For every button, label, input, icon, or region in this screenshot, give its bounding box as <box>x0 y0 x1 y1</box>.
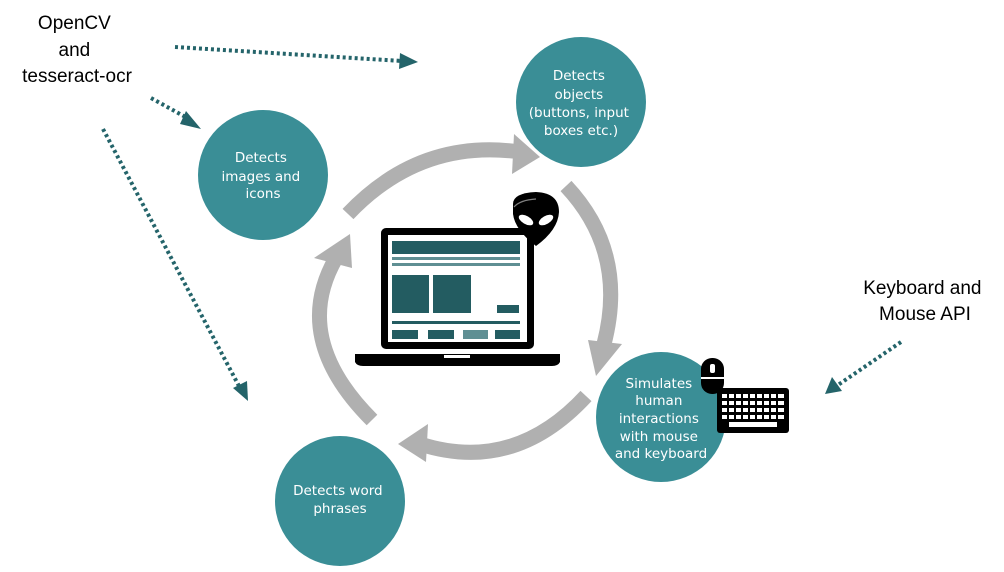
screen-footer-block-2 <box>428 330 454 339</box>
label-opencv-line-3: tesseract-ocr <box>22 66 132 87</box>
node-objects-line-3: (buttons, input <box>529 105 629 121</box>
node-detects-words: Detects word phrases <box>275 436 405 566</box>
screen-footer-block-1 <box>392 330 418 339</box>
laptop-base-notch <box>444 355 470 358</box>
screen-nav-line-2 <box>392 263 520 266</box>
cycle-arrow-top-head <box>512 134 540 174</box>
dotted-arrow-from-keyboard-api <box>836 340 903 387</box>
dotted-arrowhead-words <box>233 381 248 401</box>
node-simulate-line-3: interactions <box>619 411 699 427</box>
dotted-arrow-heads <box>180 53 842 401</box>
dotted-arrow-to-images <box>150 96 190 121</box>
node-images-line-2: images and <box>221 169 300 185</box>
label-opencv-line-1: OpenCV <box>38 13 111 34</box>
svg-text:Detects images and: Detects images and icons <box>221 150 304 202</box>
label-keyboard-api-line-1: Keyboard and <box>863 278 981 299</box>
label-keyboard-api: Keyboard and Mouse API <box>863 278 987 325</box>
node-detects-objects: Detects objects (buttons, input boxes et… <box>516 37 646 167</box>
screen-image-block-2 <box>433 275 471 313</box>
cycle-arrow-left <box>311 254 378 426</box>
cycle-arrow-bottom-head <box>398 424 428 462</box>
cycle-arrow-top <box>342 142 522 220</box>
node-words-line-2: phrases <box>313 501 366 517</box>
screen-nav-line-1 <box>392 257 520 260</box>
node-words-line-1: Detects word <box>293 483 383 499</box>
dotted-arrow-to-objects <box>174 45 403 63</box>
svg-text:Detects word phrases: Detects word phrases <box>293 483 387 517</box>
cycle-arrow-right <box>560 180 619 346</box>
dotted-arrows <box>101 45 903 389</box>
node-simulate-line-1: Simulates <box>626 376 693 392</box>
alien-head-icon <box>513 192 559 246</box>
keyboard-icon <box>717 388 789 433</box>
node-simulate-line-2: human <box>635 393 682 409</box>
node-detects-images: Detects images and icons <box>198 110 328 240</box>
dotted-arrowhead-images <box>180 111 201 129</box>
node-images-line-3: icons <box>245 186 280 202</box>
cycle-arrow-right-head <box>588 340 622 376</box>
screen-small-button <box>497 305 519 313</box>
screen-footer-block-4 <box>495 330 520 339</box>
label-opencv-line-2: and <box>59 40 91 61</box>
dotted-arrowhead-objects <box>399 53 418 69</box>
label-keyboard-api-line-2: Mouse API <box>879 304 971 325</box>
node-simulate-line-5: and keyboard <box>615 446 707 462</box>
node-objects-line-2: objects <box>555 87 604 103</box>
screen-footer-block-3 <box>463 330 488 339</box>
node-objects-line-1: Detects <box>553 68 605 84</box>
node-simulates-interactions: Simulates human interactions with mouse … <box>596 352 726 482</box>
cycle-arrow-bottom <box>417 390 592 460</box>
dotted-arrow-to-words <box>101 128 242 389</box>
cycle-arrows <box>311 134 622 462</box>
cycle-arrow-left-head <box>314 234 352 268</box>
node-objects-line-4: boxes etc.) <box>544 123 618 139</box>
node-images-line-1: Detects <box>235 150 287 166</box>
laptop-icon <box>355 228 560 366</box>
svg-text:Detects objects (b: Detects objects (buttons, input boxes et… <box>529 68 633 139</box>
svg-text:Simulates human in: Simulates human interactions with mouse … <box>615 376 707 462</box>
node-simulate-line-4: with mouse <box>620 429 698 445</box>
dotted-arrowhead-keyboard <box>825 377 842 394</box>
screen-footer-line <box>392 321 520 324</box>
screen-header-bar <box>392 241 520 254</box>
mouse-icon <box>701 358 724 394</box>
label-opencv: OpenCV and tesseract-ocr <box>22 13 132 87</box>
laptop-base <box>355 354 560 366</box>
screen-image-block-1 <box>392 275 429 313</box>
